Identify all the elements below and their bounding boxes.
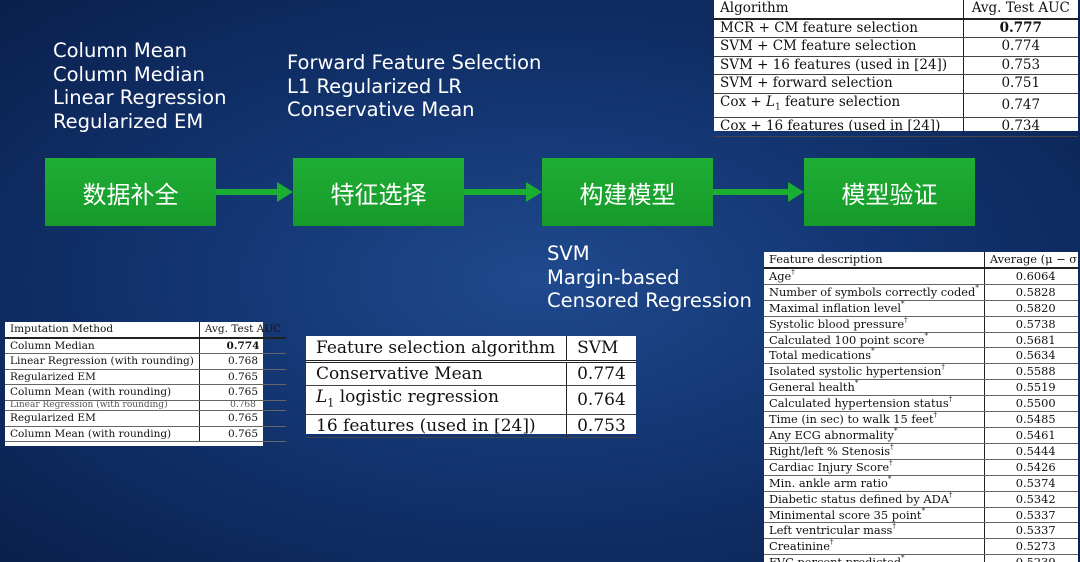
list-item: Margin-based — [547, 265, 680, 289]
table-row: Minimental score 35 point*0.5337 — [764, 507, 1078, 524]
arrow-1 — [216, 182, 293, 202]
table-row: Linear Regression (with rounding)0.768 — [5, 353, 287, 370]
feature-selection-svm-table: Feature selection algorithm SVM Conserva… — [306, 336, 636, 439]
list-item: Censored Regression — [547, 289, 752, 312]
list-item: SVM — [547, 242, 590, 265]
column-header: Avg. Test AUC — [198, 322, 287, 339]
table-row: Maximal inflation level*0.5820 — [764, 300, 1078, 317]
table-row: Time (in sec) to walk 15 feet†0.5485 — [764, 411, 1078, 428]
column-header: Imputation Method — [5, 322, 200, 339]
table-row: Age†0.6064 — [764, 267, 1078, 285]
table-row: FVC percent predicted*0.5239 — [764, 554, 1078, 562]
stage-data-imputation: 数据补全 — [45, 158, 216, 226]
column-header: SVM — [566, 336, 636, 363]
stage-label: 模型验证 — [841, 180, 938, 209]
table-row: SVM + 16 features (used in [24])0.753 — [714, 56, 1078, 76]
stage-label: 构建模型 — [579, 180, 676, 209]
column-header: Algorithm — [714, 0, 964, 20]
stage-feature-selection: 特征选择 — [293, 158, 464, 226]
column-header: Avg. Test AUC — [962, 0, 1078, 20]
table-row: Right/left % Stenosis†0.5444 — [764, 443, 1078, 460]
list-item: Column Mean — [53, 39, 188, 62]
table-row: Diabetic status defined by ADA†0.5342 — [764, 491, 1078, 508]
feature-selection-methods-list: Forward Feature Selection L1 Regularized… — [287, 51, 541, 122]
column-header: Average (μ − σ) — [983, 252, 1078, 269]
list-item: Column Median — [53, 62, 205, 86]
column-header: Feature description — [764, 252, 985, 269]
table-row: Min. ankle arm ratio*0.5374 — [764, 475, 1078, 492]
table-row: General health*0.5519 — [764, 379, 1078, 397]
stage-model-validation: 模型验证 — [804, 158, 975, 226]
list-item: L1 Regularized LR — [287, 74, 462, 98]
table-row: Any ECG abnormality*0.5461 — [764, 427, 1078, 444]
table-row: Calculated hypertension status†0.5500 — [764, 395, 1078, 413]
arrow-2 — [464, 182, 542, 202]
table-row: L1 logistic regression 0.764 — [306, 385, 636, 416]
table-row: Column Mean (with rounding)0.765 — [5, 426, 287, 443]
table-row: Column Mean (with rounding)0.765 — [5, 384, 287, 401]
list-item: Linear Regression — [53, 86, 227, 109]
table-row: Left ventricular mass†0.5337 — [764, 522, 1078, 540]
table-row: Calculated 100 point score*0.5681 — [764, 332, 1078, 349]
stage-label: 特征选择 — [330, 180, 427, 209]
table-row: Cardiac Injury Score†0.5426 — [764, 459, 1078, 476]
list-item: Regularized EM — [53, 109, 204, 133]
table-row: Cox + L1 feature selection 0.747 — [714, 93, 1078, 119]
imputation-methods-list: Column Mean Column Median Linear Regress… — [53, 39, 226, 133]
algorithm-auc-table: Algorithm Avg. Test AUC MCR + CM feature… — [714, 0, 1078, 137]
model-methods-list: SVM Margin-based Censored Regression — [547, 242, 752, 313]
arrow-3 — [713, 182, 804, 202]
imputation-auc-table: Imputation Method Avg. Test AUC Column M… — [5, 322, 287, 446]
table-row: Creatinine†0.5273 — [764, 538, 1078, 556]
list-item: Forward Feature Selection — [287, 51, 542, 74]
table-row: Linear Regression (with rounding)0.768 — [5, 400, 287, 411]
feature-description-table: Feature description Average (μ − σ) Age†… — [764, 252, 1078, 562]
table-row: Number of symbols correctly coded*0.5828 — [764, 284, 1078, 301]
stage-model-building: 构建模型 — [542, 158, 713, 226]
list-item: Conservative Mean — [287, 98, 475, 121]
table-row: Total medications*0.5634 — [764, 347, 1078, 365]
column-header: Feature selection algorithm — [306, 336, 567, 363]
stage-label: 数据补全 — [82, 180, 179, 209]
table-row: Cox + 16 features (used in [24])0.734 — [714, 117, 1078, 137]
table-row: Isolated systolic hypertension†0.5588 — [764, 363, 1078, 381]
table-row: 16 features (used in [24])0.753 — [306, 414, 636, 439]
table-row: Systolic blood pressure†0.5738 — [764, 316, 1078, 333]
